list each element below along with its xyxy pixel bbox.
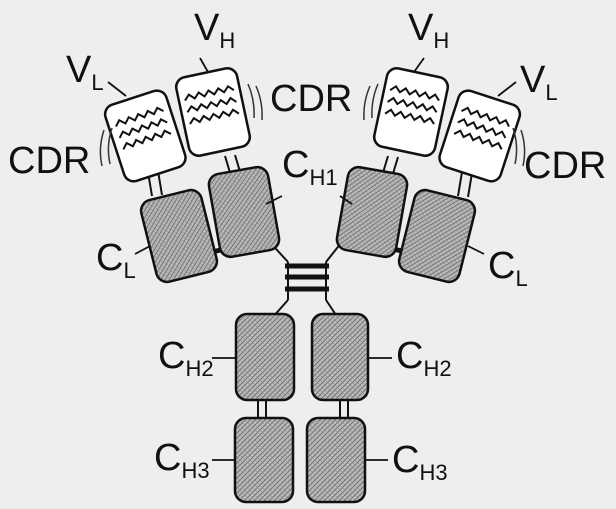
constant-domain-ch2-right <box>310 312 370 402</box>
variable-domain-vh-left <box>174 67 252 157</box>
label-cdr-left: CDR <box>8 140 90 182</box>
cdr-loop <box>387 96 438 113</box>
label-cl-right: CL <box>488 245 528 291</box>
cdr-loop <box>115 106 164 128</box>
constant-domain-ch1-right <box>335 165 409 259</box>
cdr-loop <box>453 129 503 150</box>
cdr-loop <box>457 117 507 139</box>
cdr-loop <box>461 106 510 128</box>
constant-domain-ch3-right <box>305 416 367 504</box>
label-vl-right: VL <box>520 59 558 105</box>
cdr-brackets <box>99 83 526 167</box>
constant-domain-cl-right <box>397 188 477 284</box>
cdr-loop <box>186 96 237 113</box>
label-ch3-left: CH3 <box>154 437 210 483</box>
constant-domain-ch2-left <box>234 312 296 402</box>
label-vh-right: VH <box>408 7 449 53</box>
label-ch1: CH1 <box>282 144 338 190</box>
label-cdr-right: CDR <box>524 145 606 187</box>
variable-domain-vl-right <box>438 89 522 183</box>
label-cdr-left-top: CDR <box>270 78 352 120</box>
label-ch2-left: CH2 <box>158 335 214 381</box>
label-ch3-right: CH3 <box>392 439 448 485</box>
constant-domain-cl-left <box>139 188 219 284</box>
label-cl-left: CL <box>96 237 136 283</box>
constant-domain-ch1-left <box>207 165 281 259</box>
cdr-loop <box>122 129 172 150</box>
constant-domain-ch3-left <box>233 416 295 504</box>
cdr-loop <box>118 117 168 139</box>
label-vh-left: VH <box>194 7 235 53</box>
label-leader-lines <box>107 57 517 461</box>
label-ch2-right: CH2 <box>396 335 452 381</box>
cdr-loop <box>389 84 440 102</box>
cdr-loop <box>189 108 240 125</box>
cdr-loop <box>384 108 435 125</box>
label-vl-left: VL <box>66 49 104 95</box>
variable-domain-vl-left <box>103 89 187 183</box>
variable-domain-vh-right <box>372 67 450 157</box>
cdr-loop <box>184 84 235 102</box>
